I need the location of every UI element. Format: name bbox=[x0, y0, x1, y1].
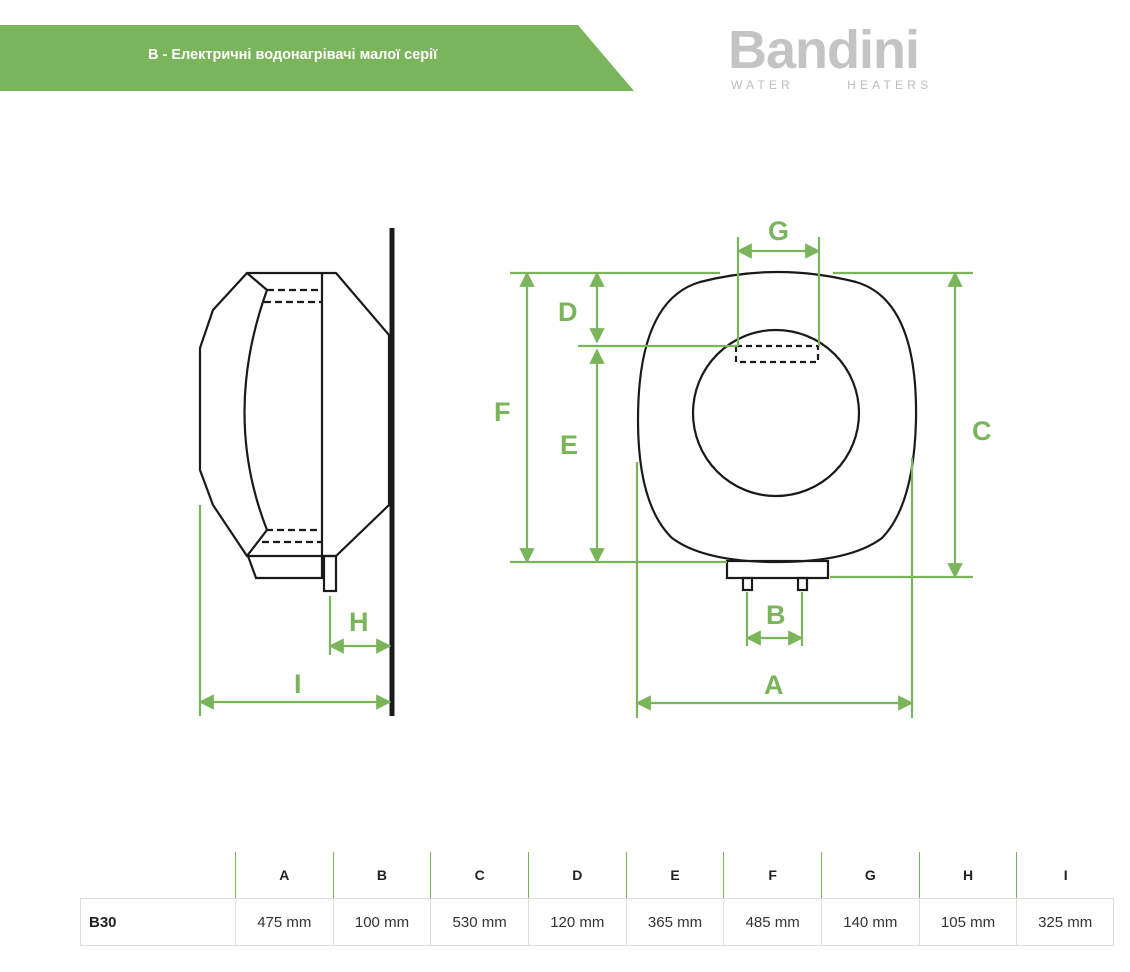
value-h: 105 mm bbox=[918, 899, 1017, 945]
col-header-i: I bbox=[1016, 852, 1114, 898]
front-body-outline bbox=[636, 270, 918, 564]
dimension-drawing: H I G bbox=[198, 216, 992, 718]
logo-tagline: WATER HEATERS bbox=[731, 78, 932, 92]
col-header-g: G bbox=[821, 852, 919, 898]
side-dimensions bbox=[198, 505, 392, 716]
side-bottom-box bbox=[246, 555, 324, 580]
front-dial-circle bbox=[691, 328, 861, 498]
front-dashed-panel bbox=[734, 344, 820, 364]
banner-shape bbox=[0, 25, 634, 91]
label-g: G bbox=[768, 216, 789, 246]
label-a: A bbox=[764, 670, 784, 700]
spec-table: A B C D E F G H I B30 475 mm 100 mm 530 … bbox=[80, 852, 1115, 946]
front-dimensions bbox=[510, 237, 973, 718]
col-header-f: F bbox=[723, 852, 821, 898]
value-g: 140 mm bbox=[821, 899, 919, 945]
header-spacer bbox=[80, 852, 235, 898]
side-body-outline bbox=[198, 271, 391, 558]
side-pipe bbox=[322, 554, 338, 593]
front-view bbox=[636, 270, 918, 592]
col-header-d: D bbox=[527, 852, 626, 898]
value-d: 120 mm bbox=[527, 899, 626, 945]
model-name: B30 bbox=[80, 899, 235, 945]
value-a: 475 mm bbox=[234, 899, 333, 945]
spec-table-header: A B C D E F G H I bbox=[80, 852, 1114, 898]
logo-tagline-right: HEATERS bbox=[847, 78, 933, 92]
value-i: 325 mm bbox=[1016, 899, 1115, 945]
value-e: 365 mm bbox=[625, 899, 724, 945]
front-bottom-box bbox=[725, 559, 830, 580]
header-banner: B - Електричні водонагрівачі малої серії bbox=[0, 25, 634, 91]
label-h: H bbox=[349, 607, 369, 637]
logo-tagline-left: WATER bbox=[731, 78, 794, 92]
value-c: 530 mm bbox=[430, 899, 528, 945]
col-header-h: H bbox=[918, 852, 1017, 898]
label-d: D bbox=[558, 297, 578, 327]
side-view bbox=[198, 228, 395, 716]
front-pipe-left bbox=[741, 576, 754, 592]
label-f: F bbox=[494, 397, 511, 427]
value-f: 485 mm bbox=[723, 899, 821, 945]
col-header-e: E bbox=[625, 852, 724, 898]
label-b: B bbox=[766, 600, 786, 630]
side-front-face bbox=[243, 272, 269, 557]
logo-wordmark: Bandini bbox=[728, 20, 920, 80]
label-i: I bbox=[294, 669, 302, 699]
label-e: E bbox=[560, 430, 578, 460]
label-c: C bbox=[972, 416, 992, 446]
value-b: 100 mm bbox=[332, 899, 431, 945]
col-header-c: C bbox=[430, 852, 528, 898]
brand-logo: Bandini WATER HEATERS bbox=[728, 20, 948, 100]
front-pipe-right bbox=[796, 576, 809, 592]
table-row: B30 475 mm 100 mm 530 mm 120 mm 365 mm 4… bbox=[80, 898, 1115, 946]
col-header-b: B bbox=[332, 852, 431, 898]
col-header-a: A bbox=[234, 852, 333, 898]
page-title: B - Електричні водонагрівачі малої серії bbox=[148, 47, 438, 63]
